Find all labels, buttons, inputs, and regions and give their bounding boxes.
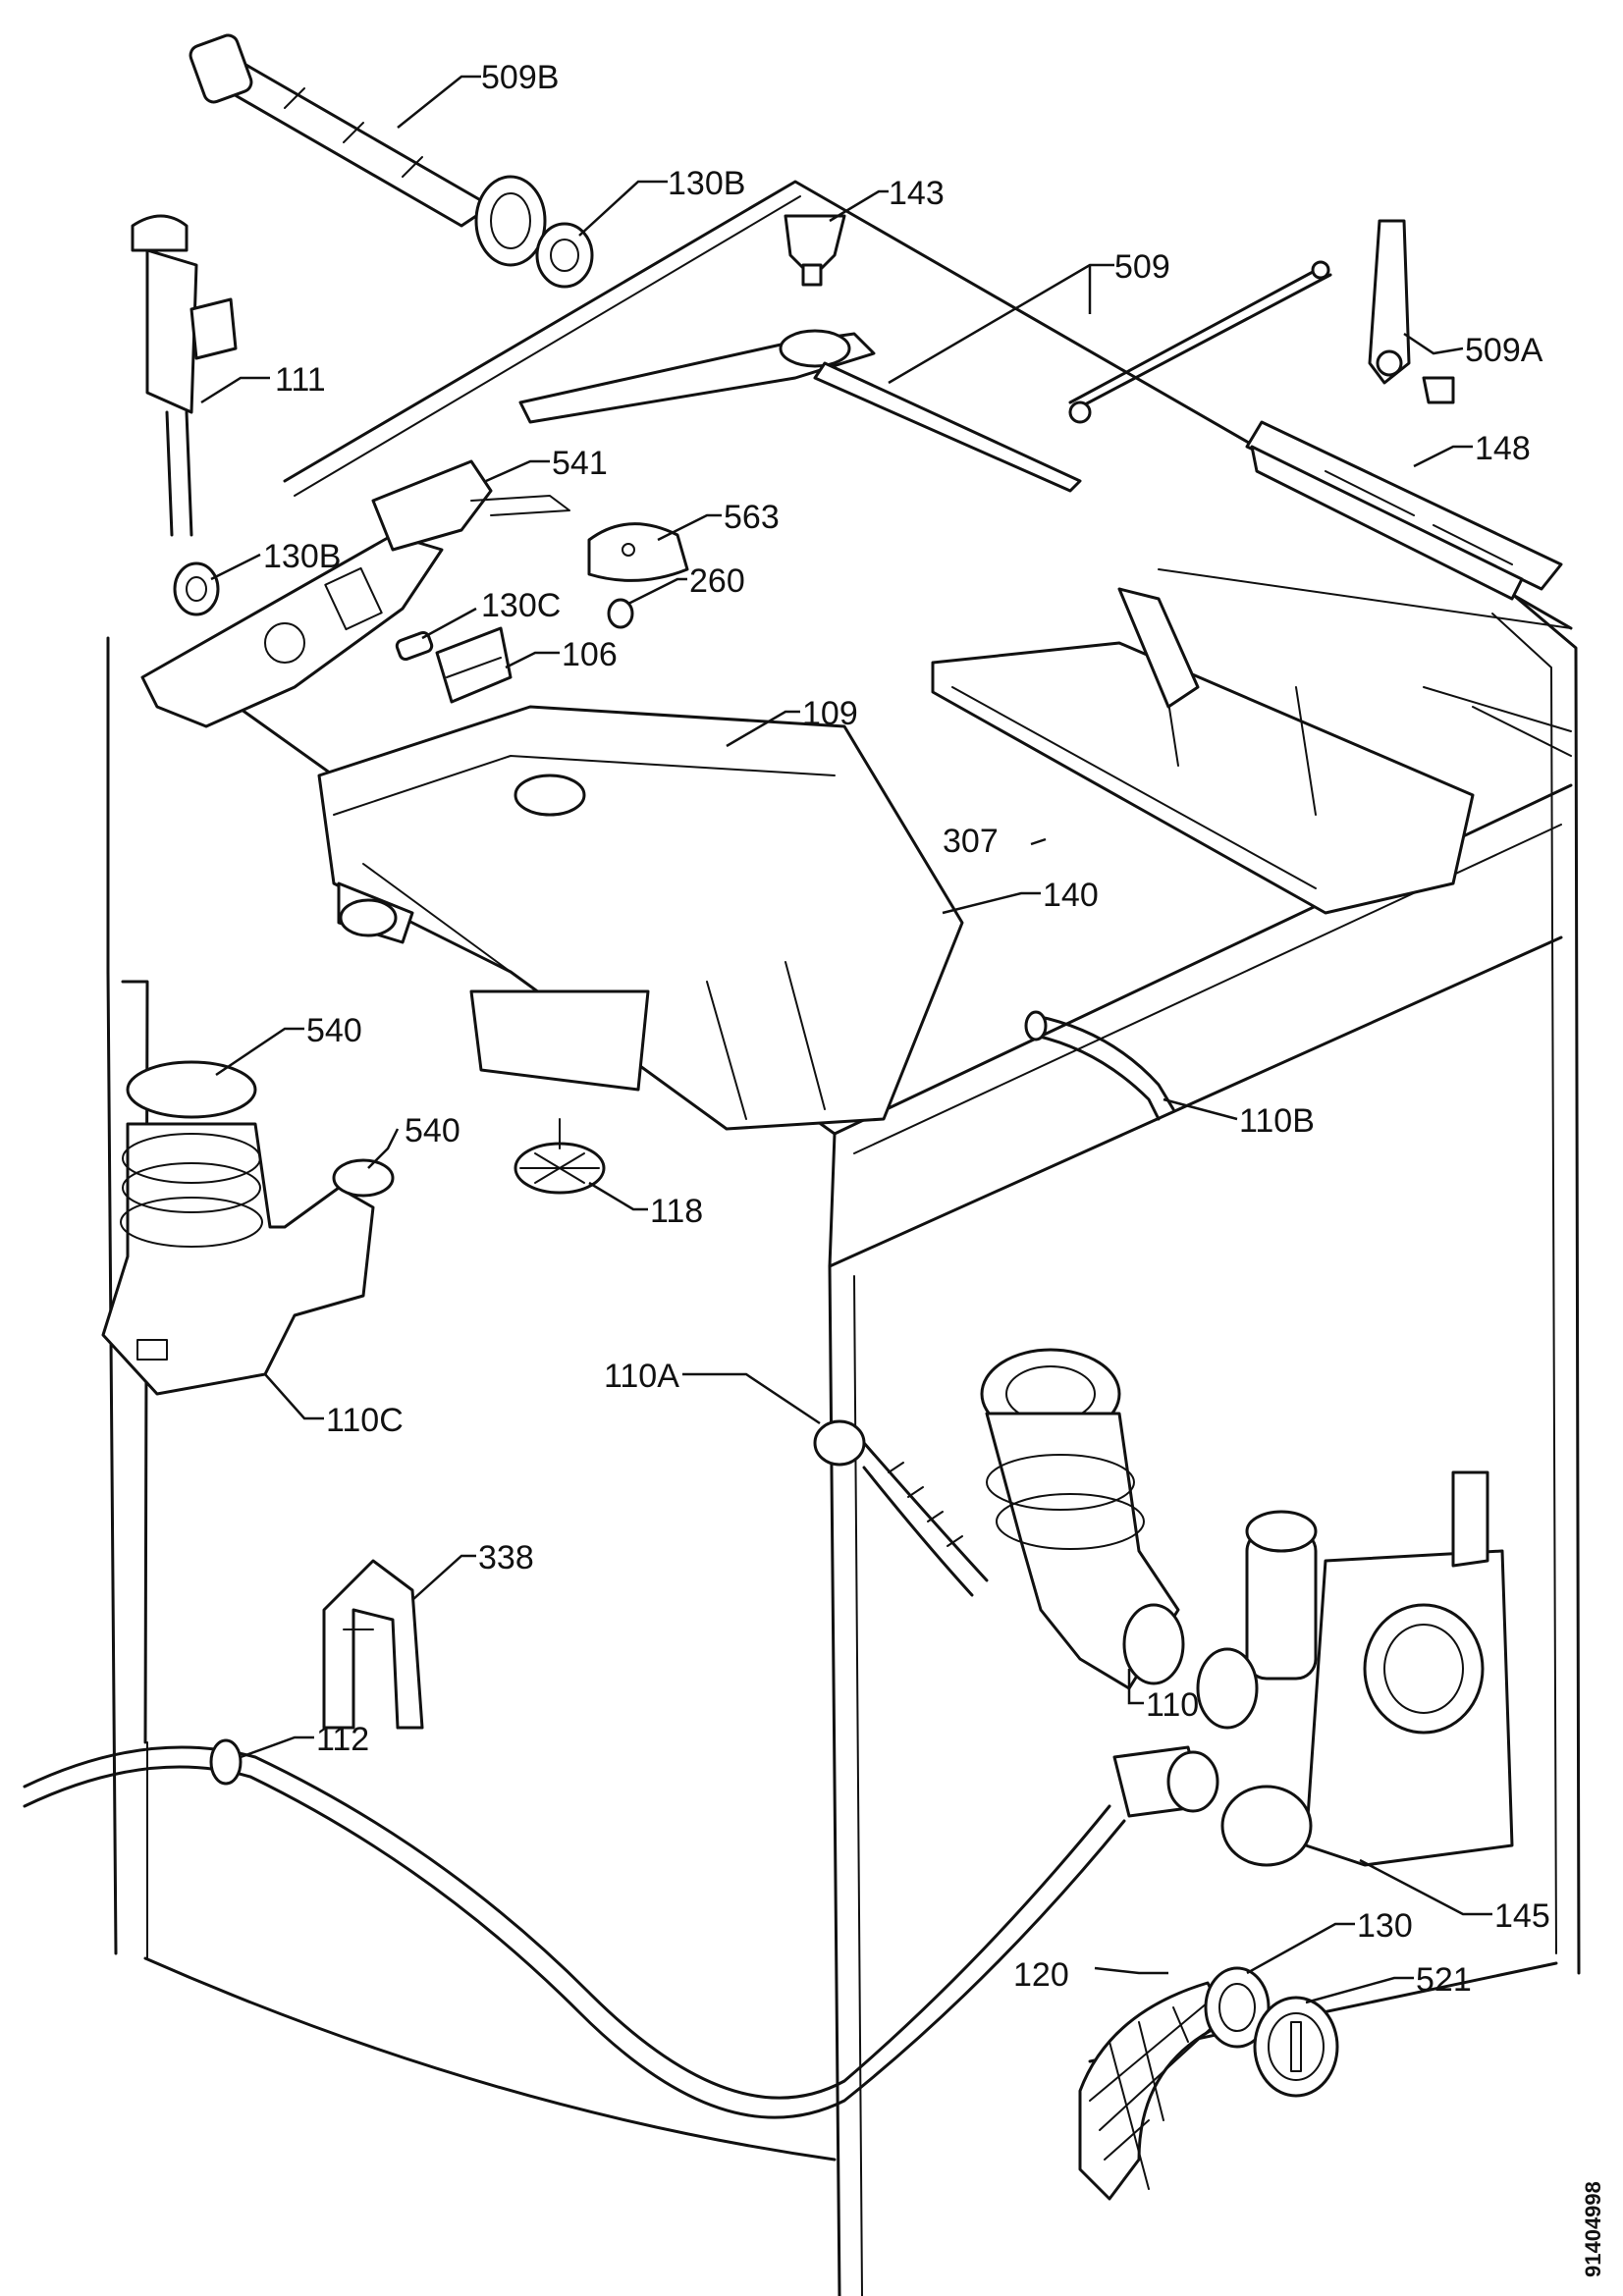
part-118-fan bbox=[514, 1118, 606, 1195]
part-521-filter-cap bbox=[1253, 1996, 1339, 2098]
label-109: 109 bbox=[802, 695, 858, 732]
part-148-drawer-handle bbox=[1245, 420, 1563, 601]
label-111: 111 bbox=[275, 361, 326, 399]
part-509a-lever bbox=[1368, 219, 1455, 404]
label-260: 260 bbox=[689, 562, 745, 600]
part-112-drain-hose bbox=[23, 1738, 1219, 2119]
label-509: 509 bbox=[1114, 248, 1170, 286]
label-110a: 110A bbox=[604, 1358, 679, 1395]
label-110c: 110C bbox=[326, 1402, 404, 1439]
label-540-mid: 540 bbox=[405, 1112, 460, 1149]
part-338-clip bbox=[322, 1559, 424, 1730]
label-110b: 110B bbox=[1239, 1102, 1315, 1140]
part-509-lever bbox=[518, 260, 1332, 493]
label-118: 118 bbox=[650, 1193, 703, 1230]
callout-labels: 509B 130B 143 509 111 509A 148 541 563 1… bbox=[263, 59, 1550, 1999]
label-130c: 130C bbox=[481, 587, 561, 624]
part-120-filter bbox=[1078, 1981, 1229, 2201]
part-110c-bellows-with-clamps bbox=[101, 1060, 395, 1396]
part-110a-hose bbox=[813, 1419, 989, 1597]
part-541-valve-bracket bbox=[140, 459, 570, 728]
part-143-knob bbox=[784, 214, 846, 287]
part-130b-nut-top bbox=[535, 222, 594, 289]
part-110b-hose bbox=[1024, 1010, 1175, 1121]
document-number: 91404998 bbox=[1581, 2181, 1605, 2277]
label-130b-mid: 130B bbox=[263, 538, 341, 575]
part-130c-spring bbox=[395, 630, 434, 662]
label-148: 148 bbox=[1475, 430, 1531, 467]
label-563: 563 bbox=[724, 499, 780, 536]
part-130b-nut-mid bbox=[173, 561, 220, 616]
part-145-pump-housing bbox=[1196, 1470, 1514, 1867]
label-112: 112 bbox=[316, 1721, 369, 1758]
label-338: 338 bbox=[478, 1539, 534, 1576]
label-120: 120 bbox=[1013, 1956, 1069, 1994]
label-540-top: 540 bbox=[306, 1012, 362, 1049]
label-145: 145 bbox=[1494, 1897, 1550, 1935]
label-140: 140 bbox=[1043, 877, 1099, 914]
label-521: 521 bbox=[1416, 1961, 1472, 1999]
label-307: 307 bbox=[943, 823, 999, 860]
leader-lines bbox=[200, 75, 1492, 2004]
part-130-seal-ring bbox=[1204, 1966, 1271, 2049]
label-509a: 509A bbox=[1465, 332, 1543, 369]
label-110: 110 bbox=[1146, 1686, 1199, 1724]
label-541: 541 bbox=[552, 445, 608, 482]
part-110-elbow bbox=[980, 1348, 1185, 1690]
part-307-drawer bbox=[931, 587, 1475, 915]
label-130b-top: 130B bbox=[668, 165, 745, 202]
part-109-dispenser-housing bbox=[317, 705, 964, 1131]
part-111-inlet-hose bbox=[131, 214, 238, 537]
part-106-switch bbox=[435, 626, 513, 704]
label-143: 143 bbox=[889, 175, 945, 212]
label-509b: 509B bbox=[481, 59, 559, 96]
part-260-washer bbox=[607, 598, 634, 629]
part-509b-inlet-pipe bbox=[189, 33, 547, 267]
label-130: 130 bbox=[1357, 1907, 1413, 1945]
label-106: 106 bbox=[562, 636, 618, 673]
